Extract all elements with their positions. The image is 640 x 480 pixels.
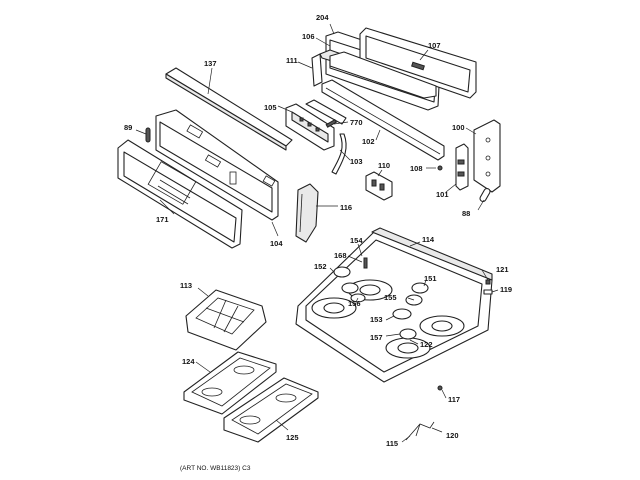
callout-120: 120 <box>446 431 459 440</box>
callout-125: 125 <box>286 433 299 442</box>
front-panel <box>117 139 243 249</box>
callout-104: 104 <box>270 239 283 248</box>
callout-121: 121 <box>496 265 509 274</box>
callout-124: 124 <box>182 357 195 366</box>
art-number: (ART NO. WB11823) C3 <box>180 465 251 472</box>
bracket-110 <box>365 171 393 201</box>
callout-171: 171 <box>156 215 169 224</box>
callout-115: 115 <box>386 439 398 448</box>
callout-108: 108 <box>410 164 423 173</box>
part-88 <box>479 187 491 203</box>
callout-111: 111 <box>286 56 298 65</box>
callout-113: 113 <box>180 281 192 290</box>
wire-harness <box>331 133 347 175</box>
callout-106: 106 <box>302 32 315 41</box>
callout-116: 116 <box>340 203 352 212</box>
burner-head-154 <box>341 282 359 294</box>
callout-114: 114 <box>422 235 435 244</box>
side-bracket <box>473 119 501 193</box>
spark-168 <box>363 257 368 269</box>
leader-lines <box>135 23 499 443</box>
callout-117: 117 <box>448 395 460 404</box>
part-117 <box>437 385 443 391</box>
callout-152: 152 <box>314 262 327 271</box>
bracket-115-120 <box>405 421 435 441</box>
part-770 <box>325 118 338 128</box>
control-module <box>285 99 347 151</box>
callout-105: 105 <box>264 103 277 112</box>
hinge-bracket <box>455 143 469 191</box>
callout-102: 102 <box>362 137 375 146</box>
callout-122: 122 <box>420 340 433 349</box>
burner-head-157 <box>399 328 417 340</box>
part-89 <box>145 127 151 143</box>
callout-89: 89 <box>124 123 132 132</box>
callout-88: 88 <box>462 209 470 218</box>
burner-grate <box>185 289 267 351</box>
callout-168: 168 <box>334 251 347 260</box>
callout-155: 155 <box>384 293 397 302</box>
callout-204: 204 <box>316 13 329 22</box>
callout-103: 103 <box>350 157 363 166</box>
callout-153: 153 <box>370 315 383 324</box>
burner-cap-151 <box>411 282 429 294</box>
burner-cap-152 <box>333 266 351 278</box>
trim-strip <box>165 67 293 151</box>
callout-137: 137 <box>204 59 217 68</box>
callout-151: 151 <box>424 274 437 283</box>
screw-108 <box>437 165 443 171</box>
side-trim <box>295 183 319 243</box>
callout-770: 770 <box>350 118 363 127</box>
drip-pan-124 <box>183 351 277 415</box>
cooktop <box>295 227 493 383</box>
callout-154: 154 <box>350 236 363 245</box>
burner-parts <box>333 257 429 340</box>
callout-labels: 204 106 107 111 137 105 770 102 100 89 1… <box>124 13 512 448</box>
callout-100: 100 <box>452 123 465 132</box>
callout-156: 156 <box>348 299 361 308</box>
callout-119: 119 <box>500 285 512 294</box>
callout-101: 101 <box>436 190 449 199</box>
control-panel <box>155 109 279 221</box>
burner-cap-153 <box>392 308 412 320</box>
callout-107: 107 <box>428 41 441 50</box>
callout-110: 110 <box>378 161 390 170</box>
drip-pan-125 <box>223 377 319 443</box>
backguard-top-assembly <box>311 27 477 161</box>
callout-157: 157 <box>370 333 383 342</box>
